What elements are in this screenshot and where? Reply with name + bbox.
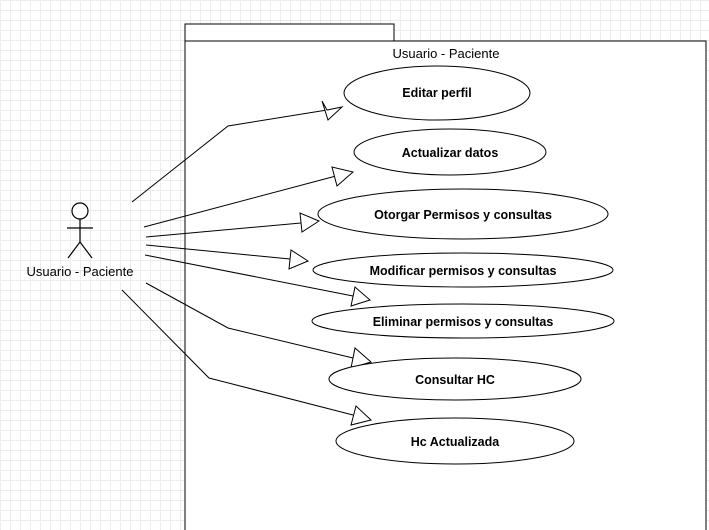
association-editar-perfil[interactable]	[131, 100, 344, 203]
association-otorgar-permisos[interactable]	[145, 212, 321, 238]
use-case-otorgar-permisos[interactable]: Otorgar Permisos y consultas	[317, 188, 609, 240]
associations	[121, 100, 373, 426]
actor-right-leg	[79, 241, 93, 259]
use-case-label: Actualizar datos	[402, 146, 499, 160]
use-case-hc-actualizada[interactable]: Hc Actualizada	[335, 417, 575, 465]
use-case-editar-perfil[interactable]: Editar perfil	[343, 65, 531, 121]
actor[interactable]	[67, 202, 93, 259]
association-hc-actualizada[interactable]	[121, 289, 373, 426]
use-case-actualizar-datos[interactable]: Actualizar datos	[353, 128, 547, 176]
use-case-label: Eliminar permisos y consultas	[373, 315, 554, 329]
actor-head-icon	[71, 202, 89, 220]
association-eliminar-permisos[interactable]	[144, 254, 372, 307]
use-case-label: Hc Actualizada	[411, 435, 501, 449]
association-actualizar-datos[interactable]	[143, 166, 355, 228]
use-case-label: Otorgar Permisos y consultas	[374, 208, 552, 222]
use-case-modificar-permisos[interactable]: Modificar permisos y consultas	[312, 252, 614, 288]
use-case-label: Modificar permisos y consultas	[370, 264, 557, 278]
actor-label: Usuario - Paciente	[27, 264, 134, 279]
actor-left-leg	[67, 241, 81, 259]
system-boundary-tab	[184, 23, 395, 42]
use-case-eliminar-permisos[interactable]: Eliminar permisos y consultas	[311, 303, 615, 339]
use-case-label: Consultar HC	[415, 373, 495, 387]
system-boundary-label: Usuario - Paciente	[393, 46, 500, 61]
association-modificar-permisos[interactable]	[145, 244, 310, 270]
use-case-label: Editar perfil	[402, 86, 471, 100]
use-case-consultar-hc[interactable]: Consultar HC	[328, 357, 582, 401]
